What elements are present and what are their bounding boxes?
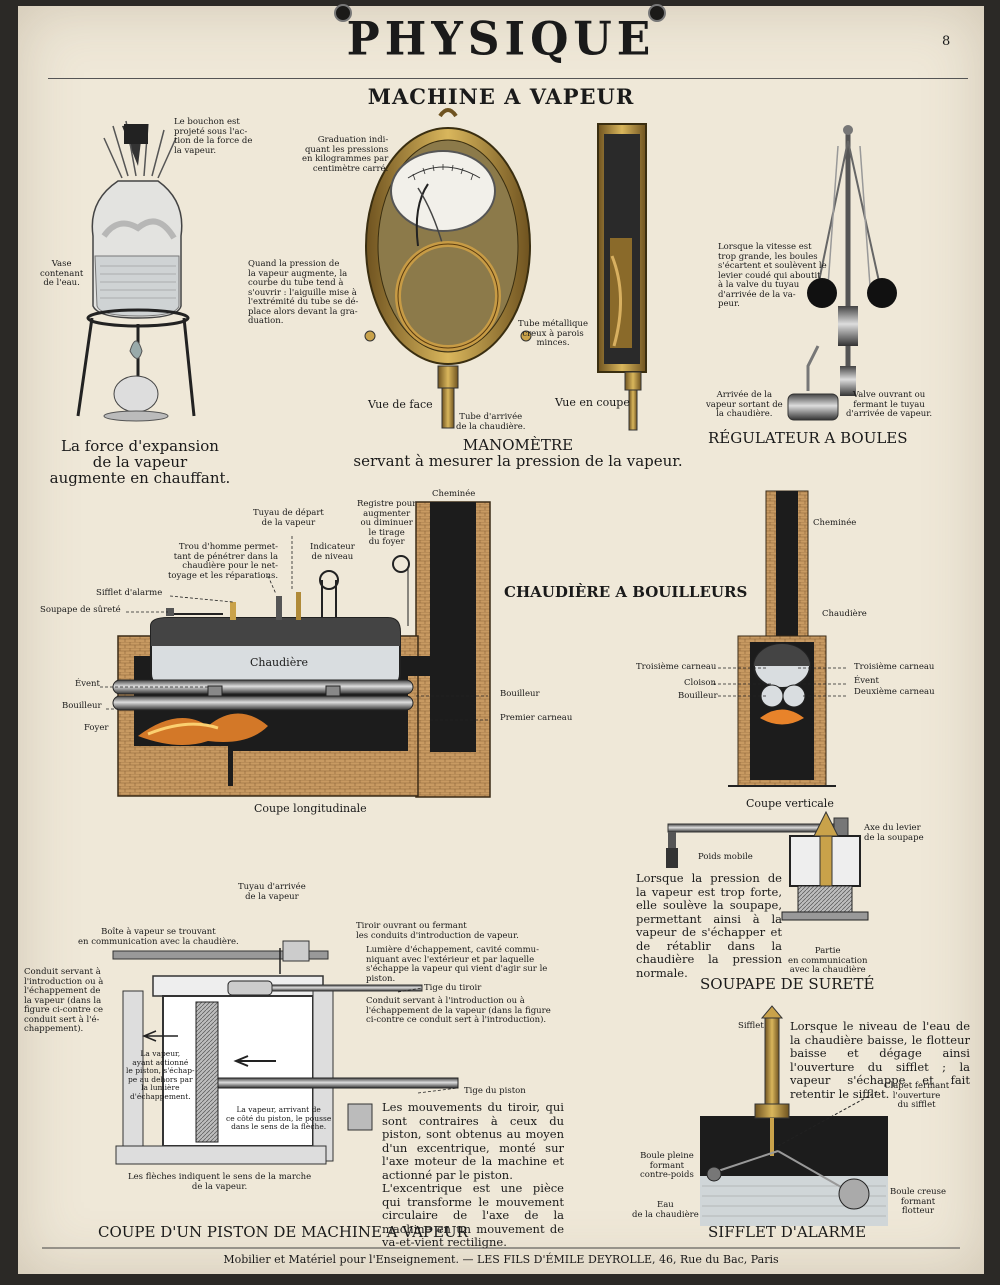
label-tuyau-depart: Tuyau de départ de la vapeur <box>253 508 324 528</box>
soupape-caption: SOUPAPE DE SURETÉ <box>700 975 875 993</box>
label-boule-creuse: Boule creuse formant flotteur <box>890 1187 947 1216</box>
label-poids-mobile: Poids mobile <box>698 852 753 862</box>
caption-coupe-verticale: Coupe verticale <box>746 797 834 810</box>
label-partie-communication: Partie en communication avec la chaudièr… <box>788 946 868 975</box>
note-graduation: Graduation indi- quant les pressions en … <box>302 135 389 174</box>
soupape-text: Lorsque la pression de la vapeur est tro… <box>636 871 782 980</box>
label-premier-carneau: Premier carneau <box>500 713 573 723</box>
label-eau-chaudiere: Eau de la chaudière <box>632 1200 699 1220</box>
longitudinal-boiler-drawing <box>112 501 491 798</box>
manometre-subtitle: servant à mesurer la pression de la vape… <box>353 452 683 470</box>
flask-drawing <box>76 120 196 422</box>
manometer-front-drawing <box>364 108 532 429</box>
note-valve: Valve ouvrant ou fermant le tuyau d'arri… <box>846 390 933 419</box>
expansion-caption: La force d'expansion de la vapeur augmen… <box>49 437 231 487</box>
manometer-section-drawing <box>597 123 647 431</box>
label-vue-face: Vue de face <box>368 398 433 411</box>
note-vitesse: Lorsque la vitesse est trop grande, les … <box>718 242 827 309</box>
label-boule-pleine: Boule pleine formant contre-poids <box>640 1151 694 1180</box>
label-chaudiere-long: Chaudière <box>250 656 308 669</box>
label-foyer: Foyer <box>84 723 109 733</box>
label-tiroir: Tiroir ouvrant ou fermant les conduits d… <box>356 921 519 941</box>
label-chaudiere-vert: Chaudière <box>822 609 867 619</box>
label-vapeur-right: La vapeur, arrivant de ce côté du piston… <box>226 1105 332 1131</box>
plate-number: 8 <box>942 34 951 49</box>
piston-text: Les mouvements du tiroir, qui sont contr… <box>382 1100 564 1249</box>
label-tube-arrivee: Tube d'arrivée de la chaudière. <box>456 412 526 432</box>
sifflet-caption: SIFFLET D'ALARME <box>708 1223 867 1241</box>
piston-section-drawing <box>112 940 459 1165</box>
label-cheminee-vert: Cheminée <box>813 518 857 528</box>
chaudiere-title: CHAUDIÈRE A BOUILLEURS <box>504 583 748 601</box>
label-tige-tiroir: Tige du tiroir <box>424 983 482 993</box>
header-rule <box>48 78 968 79</box>
label-vue-coupe: Vue en coupe <box>555 396 630 409</box>
label-conduit-left: Conduit servant à l'introduction ou à l'… <box>24 967 104 1034</box>
label-fleches: Les flèches indiquent le sens de la marc… <box>128 1172 312 1192</box>
label-registre: Registre pour augmenter ou diminuer le t… <box>357 499 417 547</box>
safety-valve-drawing <box>666 810 869 921</box>
label-event-long: Évent <box>75 679 100 689</box>
note-bouchon: Le bouchon est projeté sous l'ac- tion d… <box>174 117 253 156</box>
label-tuyau-arrivee: Tuyau d'arrivée de la vapeur <box>238 882 306 902</box>
label-event-vert: Évent <box>854 676 879 686</box>
note-pression: Quand la pression de la vapeur augmente,… <box>248 259 359 326</box>
label-boite-vapeur: Boîte à vapeur se trouvant en communicat… <box>78 927 239 947</box>
label-tige-piston: Tige du piston <box>464 1086 526 1096</box>
note-arrivee-vapeur: Arrivée de la vapeur sortant de la chaud… <box>706 390 783 419</box>
label-bouilleur-long-right: Bouilleur <box>500 689 540 699</box>
poster-sheet: PHYSIQUE 8 MACHINE A VAPEUR <box>18 4 984 1274</box>
sifflet-text: Lorsque le niveau de l'eau de la chaudiè… <box>790 1019 970 1101</box>
label-bouilleur-vert: Bouilleur <box>678 691 718 701</box>
manometre-title: MANOMÈTRE <box>462 436 574 454</box>
footer-text: Mobilier et Matériel pour l'Enseignement… <box>223 1253 779 1266</box>
poster-subtitle: MACHINE A VAPEUR <box>367 84 635 109</box>
label-cheminee-long: Cheminée <box>432 489 476 499</box>
note-tube: Tube métallique creux à parois minces. <box>518 319 588 348</box>
label-lumiere: Lumière d'échappement, cavité commu- niq… <box>366 945 548 984</box>
illustrations <box>42 108 960 1249</box>
hanging-hole-right <box>648 4 666 22</box>
label-cloison: Cloison <box>684 678 717 688</box>
label-troisieme-right: Troisième carneau <box>854 662 935 672</box>
label-sifflet: Sifflet <box>738 1021 764 1031</box>
label-sifflet-alarme: Sifflet d'alarme <box>96 588 163 598</box>
label-indicateur: Indicateur de niveau <box>310 542 355 562</box>
governor-drawing <box>787 125 897 421</box>
label-vapeur-left: La vapeur, ayant actionné le piston, s'é… <box>126 1049 195 1101</box>
label-axe-levier: Axe du levier de la soupape <box>864 823 924 843</box>
regulateur-caption: RÉGULATEUR A BOULES <box>708 429 908 447</box>
label-soupape-surete: Soupape de sûreté <box>40 605 121 615</box>
label-troisieme-left: Troisième carneau <box>636 662 717 672</box>
label-clapet: Clapet fermant l'ouverture du sifflet <box>884 1081 950 1110</box>
vertical-boiler-drawing <box>728 490 836 787</box>
label-deuxieme-carneau: Deuxième carneau <box>854 687 935 697</box>
label-conduit-right: Conduit servant à l'introduction ou à l'… <box>366 996 551 1025</box>
piston-caption: COUPE D'UN PISTON DE MACHINE A VAPEUR <box>98 1223 468 1241</box>
alarm-whistle-drawing <box>700 1005 888 1226</box>
poster-title: PHYSIQUE <box>346 12 656 67</box>
label-trou-homme: Trou d'homme permet- tant de pénétrer da… <box>168 542 279 581</box>
caption-coupe-longitudinale: Coupe longitudinale <box>254 802 367 815</box>
leader-lines <box>100 536 848 1094</box>
note-vase: Vase contenant de l'eau. <box>40 259 84 288</box>
label-bouilleur-long-left: Bouilleur <box>62 701 102 711</box>
hanging-hole-left <box>334 4 352 22</box>
